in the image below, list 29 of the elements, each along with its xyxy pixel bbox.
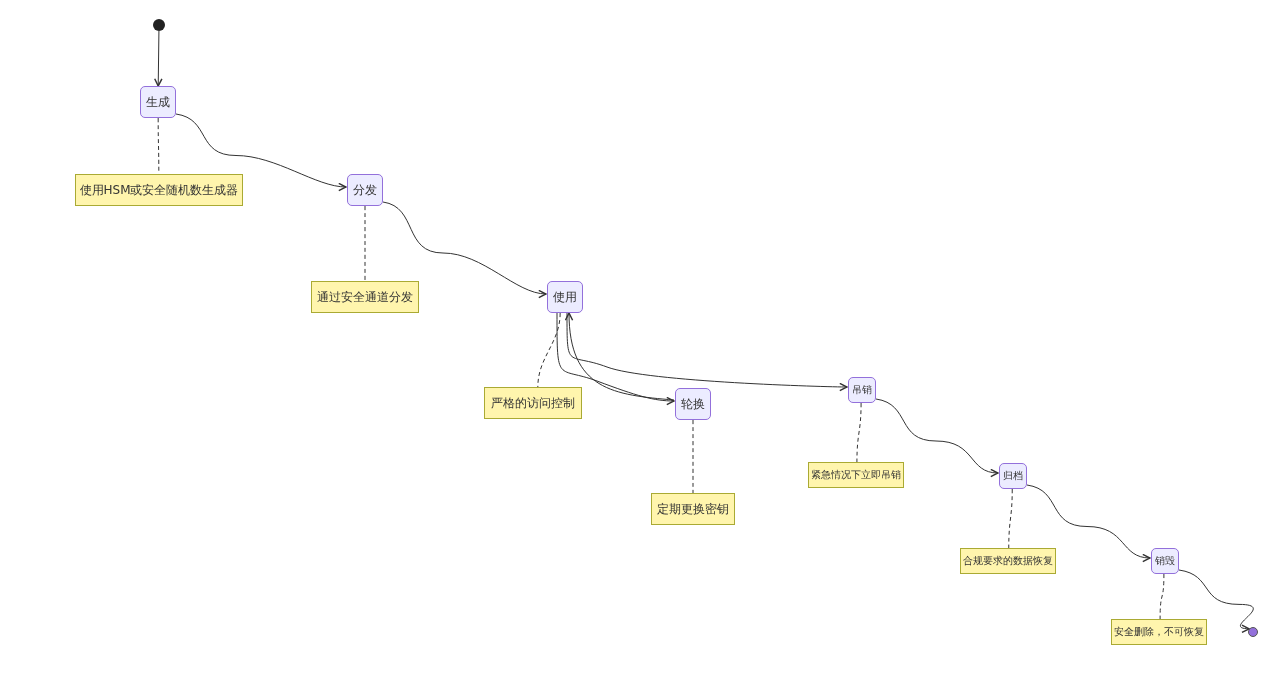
- end-dot: [1248, 627, 1258, 637]
- note-box: 定期更换密钥: [651, 493, 735, 525]
- arrow: [175, 113, 347, 191]
- state-box: 轮换: [675, 388, 711, 420]
- start-dot: [153, 19, 165, 31]
- note-box: 合规要求的数据恢复: [960, 548, 1056, 574]
- note-box: 安全删除，不可恢复: [1111, 619, 1207, 645]
- arrow: [154, 30, 163, 87]
- state-box: 使用: [547, 281, 583, 313]
- note-connector: [692, 419, 694, 494]
- note-connector: [1008, 488, 1013, 549]
- state-box: 分发: [347, 174, 383, 206]
- state-box: 吊销: [848, 377, 876, 403]
- note-connector: [537, 312, 561, 388]
- arrow: [875, 398, 999, 477]
- arrow: [1178, 569, 1254, 633]
- note-connector: [1159, 573, 1165, 620]
- note-box: 紧急情况下立即吊销: [808, 462, 904, 488]
- arrow: [382, 201, 547, 298]
- state-box: 归档: [999, 463, 1027, 489]
- state-box: 生成: [140, 86, 176, 118]
- note-connector: [364, 205, 366, 282]
- note-box: 通过安全通道分发: [311, 281, 419, 313]
- state-box: 销毁: [1151, 548, 1179, 574]
- note-connector: [856, 402, 862, 463]
- note-box: 严格的访问控制: [484, 387, 582, 419]
- arrow: [1026, 484, 1151, 562]
- arrow: [566, 312, 848, 392]
- note-box: 使用HSM或安全随机数生成器: [75, 174, 243, 206]
